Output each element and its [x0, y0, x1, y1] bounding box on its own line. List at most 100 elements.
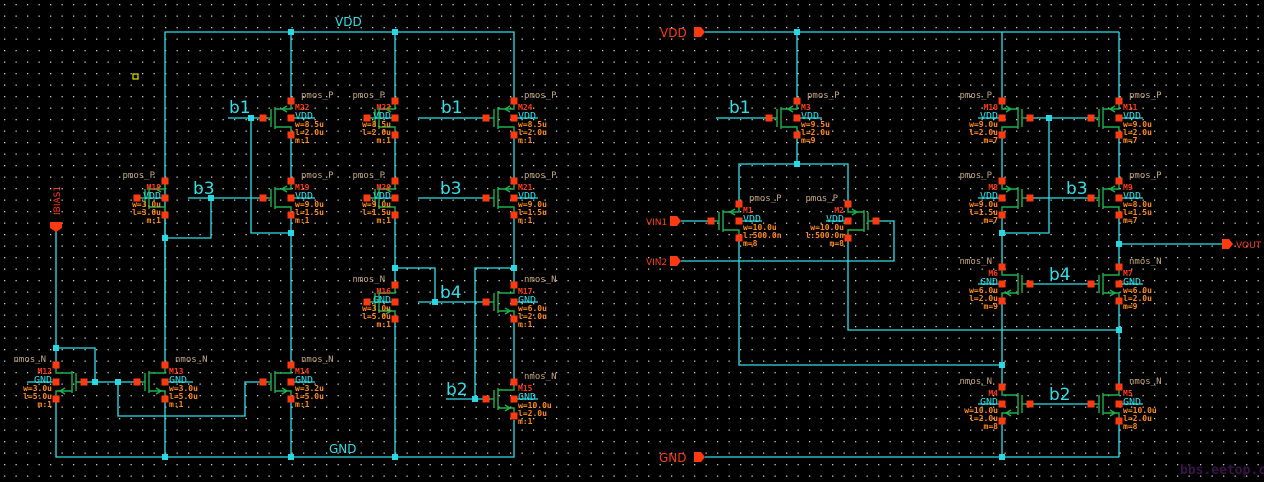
- drain-pin[interactable]: [998, 263, 1006, 271]
- gate-pin[interactable]: [1026, 400, 1034, 408]
- pin-vin2-icon[interactable]: [670, 256, 681, 266]
- bulk-pin[interactable]: [287, 378, 295, 386]
- bulk-pin[interactable]: [161, 378, 169, 386]
- gate-pin[interactable]: [482, 395, 490, 403]
- gate-pin[interactable]: [259, 114, 267, 122]
- drain-pin[interactable]: [510, 177, 518, 185]
- drain-pin[interactable]: [391, 97, 399, 105]
- drain-pin[interactable]: [161, 177, 169, 185]
- gate-pin[interactable]: [482, 298, 490, 306]
- gate-pin[interactable]: [80, 378, 88, 386]
- source-pin[interactable]: [510, 211, 518, 219]
- source-pin[interactable]: [287, 211, 295, 219]
- drain-pin[interactable]: [998, 97, 1006, 105]
- source-pin[interactable]: [391, 131, 399, 139]
- bulk-pin[interactable]: [391, 298, 399, 306]
- gate-pin[interactable]: [1087, 280, 1095, 288]
- gate-pin[interactable]: [872, 217, 880, 225]
- pin-vout-icon[interactable]: [1222, 239, 1233, 249]
- drain-pin[interactable]: [1115, 263, 1123, 271]
- gate-pin[interactable]: [1026, 114, 1034, 122]
- drain-pin[interactable]: [998, 177, 1006, 185]
- drain-pin[interactable]: [510, 97, 518, 105]
- drain-pin[interactable]: [844, 200, 852, 208]
- gate-pin[interactable]: [482, 194, 490, 202]
- source-pin[interactable]: [998, 211, 1006, 219]
- bulk-pin[interactable]: [510, 298, 518, 306]
- bulk-pin[interactable]: [793, 114, 801, 122]
- drain-pin[interactable]: [1115, 97, 1123, 105]
- gate-pin[interactable]: [482, 114, 490, 122]
- pin-vin1-icon[interactable]: [670, 216, 681, 226]
- source-pin[interactable]: [1115, 131, 1123, 139]
- gate-pin[interactable]: [1026, 194, 1034, 202]
- gate-pin[interactable]: [259, 194, 267, 202]
- bulk-pin[interactable]: [510, 114, 518, 122]
- gate-pin[interactable]: [707, 217, 715, 225]
- source-pin[interactable]: [510, 412, 518, 420]
- drain-pin[interactable]: [287, 177, 295, 185]
- pin-gnd[interactable]: GND: [659, 451, 705, 465]
- source-pin[interactable]: [1115, 417, 1123, 425]
- drain-pin[interactable]: [998, 383, 1006, 391]
- gate-pin[interactable]: [363, 194, 371, 202]
- source-pin[interactable]: [287, 131, 295, 139]
- pin-vdd[interactable]: VDD: [660, 26, 705, 40]
- drain-pin[interactable]: [287, 361, 295, 369]
- drain-pin[interactable]: [391, 281, 399, 289]
- gate-pin[interactable]: [363, 298, 371, 306]
- drain-pin[interactable]: [391, 177, 399, 185]
- source-pin[interactable]: [1115, 297, 1123, 305]
- gate-pin[interactable]: [1087, 400, 1095, 408]
- bulk-pin[interactable]: [52, 378, 60, 386]
- source-pin[interactable]: [510, 315, 518, 323]
- bulk-pin[interactable]: [391, 114, 399, 122]
- drain-pin[interactable]: [510, 281, 518, 289]
- drain-pin[interactable]: [287, 97, 295, 105]
- drain-pin[interactable]: [161, 361, 169, 369]
- source-pin[interactable]: [510, 131, 518, 139]
- source-pin[interactable]: [391, 211, 399, 219]
- source-pin[interactable]: [1115, 211, 1123, 219]
- pin-vin1[interactable]: VIN1: [646, 216, 681, 228]
- bulk-pin[interactable]: [1115, 114, 1123, 122]
- pin-vin2[interactable]: VIN2: [646, 256, 681, 268]
- gate-pin[interactable]: [133, 378, 141, 386]
- bulk-pin[interactable]: [1115, 400, 1123, 408]
- bulk-pin[interactable]: [510, 194, 518, 202]
- source-pin[interactable]: [793, 131, 801, 139]
- gate-pin[interactable]: [1087, 114, 1095, 122]
- pin-gnd-icon[interactable]: [694, 452, 705, 462]
- bulk-pin[interactable]: [998, 400, 1006, 408]
- drain-pin[interactable]: [52, 361, 60, 369]
- bulk-pin[interactable]: [1115, 194, 1123, 202]
- drain-pin[interactable]: [1115, 383, 1123, 391]
- drain-pin[interactable]: [793, 97, 801, 105]
- source-pin[interactable]: [161, 211, 169, 219]
- gate-pin[interactable]: [1087, 194, 1095, 202]
- drain-pin[interactable]: [1115, 177, 1123, 185]
- bulk-pin[interactable]: [161, 194, 169, 202]
- bulk-pin[interactable]: [844, 217, 852, 225]
- bulk-pin[interactable]: [998, 194, 1006, 202]
- drain-pin[interactable]: [735, 200, 743, 208]
- source-pin[interactable]: [998, 297, 1006, 305]
- gate-pin[interactable]: [1026, 280, 1034, 288]
